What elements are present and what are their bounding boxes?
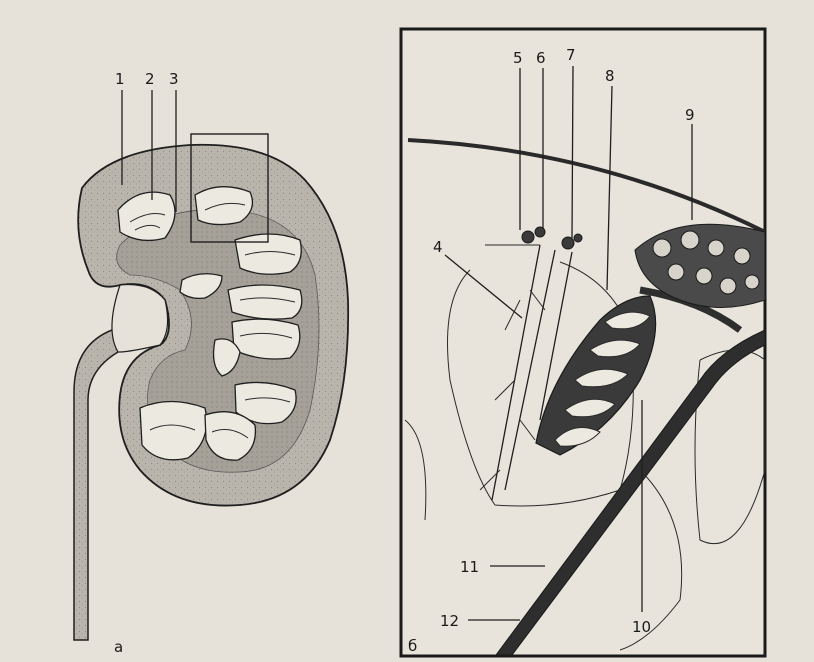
label-10: 10 [632,618,651,636]
papilla [195,187,252,225]
panel-a-letter: a [114,638,123,656]
renal-sinus [112,285,168,352]
label-5: 5 [513,49,523,67]
label-4: 4 [433,238,443,256]
papilla [228,285,302,319]
papilla [232,319,300,359]
label-8: 8 [605,67,615,85]
label-1: 1 [115,70,125,88]
label-9: 9 [685,106,695,124]
panel-b-letter: б [408,637,417,655]
label-6: 6 [536,49,546,67]
label-3: 3 [169,70,179,88]
label-11: 11 [460,558,479,576]
panel-a-kidney: 1 2 3 a [74,70,348,656]
label-2: 2 [145,70,155,88]
label-12: 12 [440,612,459,630]
panel-b-detail: 4 5 6 7 8 9 10 11 12 б [401,29,765,656]
label-7: 7 [566,46,576,64]
